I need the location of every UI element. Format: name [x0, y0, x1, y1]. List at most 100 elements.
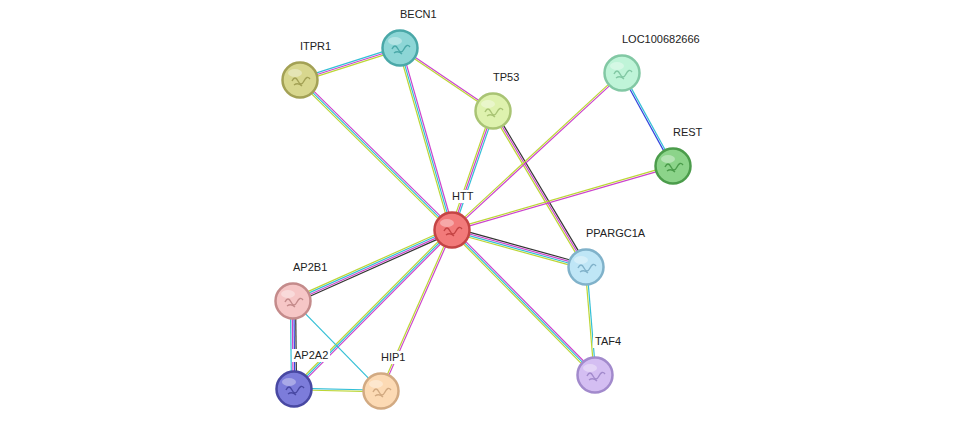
evidence-line [317, 53, 383, 74]
node-disc [569, 250, 604, 285]
node-highlight [440, 219, 454, 227]
protein-node: AP2B1 [274, 282, 312, 320]
node-disc [476, 94, 511, 129]
evidence-line [405, 65, 447, 212]
interaction-edge [291, 319, 297, 371]
node-label: AP2A2 [292, 349, 330, 362]
structure-glyph [485, 108, 503, 117]
interaction-edge [414, 57, 478, 101]
evidence-line [292, 319, 294, 371]
node-disc [383, 31, 418, 66]
node-highlight [661, 155, 675, 163]
structure-glyph [444, 227, 462, 236]
protein-circle [567, 248, 605, 286]
protein-circle [433, 211, 471, 249]
evidence-line [470, 232, 569, 259]
protein-node: HIP1 [362, 372, 400, 410]
node-label: HTT [450, 190, 475, 203]
protein-node: PPARGC1A [567, 248, 605, 286]
evidence-line [314, 91, 440, 216]
structure-glyph [665, 163, 683, 172]
node-highlight [281, 290, 295, 298]
interaction-edge [463, 242, 583, 364]
structure-glyph [286, 386, 304, 395]
node-disc [364, 374, 399, 409]
interaction-edge [501, 126, 578, 253]
structure-glyph [587, 372, 605, 381]
evidence-line [317, 52, 383, 73]
node-highlight [282, 378, 296, 386]
node-label: TAF4 [593, 335, 623, 348]
evidence-line [504, 126, 579, 251]
evidence-line [310, 240, 436, 296]
structure-glyph [292, 77, 310, 86]
node-disc [283, 63, 318, 98]
evidence-line [293, 319, 295, 371]
evidence-line [631, 88, 665, 149]
protein-node: AP2A2 [275, 370, 313, 408]
node-disc [578, 358, 613, 393]
evidence-line [630, 89, 664, 150]
protein-node: BECN1 [381, 29, 419, 67]
protein-circle [654, 147, 692, 185]
node-highlight [583, 364, 597, 372]
structure-glyph [578, 264, 596, 273]
evidence-line [469, 237, 568, 264]
evidence-line [465, 85, 609, 218]
protein-circle [281, 61, 319, 99]
evidence-line [295, 319, 297, 371]
interaction-edge [312, 91, 441, 218]
node-highlight [288, 69, 302, 77]
protein-circle [381, 29, 419, 67]
evidence-line [502, 126, 577, 251]
node-label: REST [671, 126, 704, 139]
interaction-edge [465, 85, 610, 219]
structure-glyph [614, 70, 632, 79]
node-disc [656, 149, 691, 184]
node-label: TP53 [491, 71, 521, 84]
node-highlight [388, 37, 402, 45]
evidence-line [587, 285, 593, 357]
protein-circle [603, 54, 641, 92]
evidence-line [415, 57, 478, 100]
interaction-edge [312, 389, 363, 392]
protein-node: TP53 [474, 92, 512, 130]
evidence-line [470, 234, 569, 261]
node-disc [435, 213, 470, 248]
evidence-line [466, 86, 610, 219]
structure-glyph [285, 298, 303, 307]
evidence-line [290, 319, 292, 371]
node-disc [605, 56, 640, 91]
evidence-line [403, 66, 445, 213]
node-highlight [610, 62, 624, 70]
protein-circle [474, 92, 512, 130]
evidence-line [465, 243, 583, 362]
interaction-edge [306, 314, 369, 378]
structure-glyph [373, 388, 391, 397]
structure-glyph [392, 45, 410, 54]
evidence-line [469, 236, 568, 263]
evidence-line [407, 65, 449, 212]
evidence-line [463, 244, 581, 363]
node-highlight [369, 380, 383, 388]
protein-circle [576, 356, 614, 394]
evidence-line [414, 59, 477, 102]
node-label: ITPR1 [298, 40, 333, 53]
node-label: BECN1 [398, 8, 439, 21]
protein-circle [275, 370, 313, 408]
evidence-line [312, 390, 363, 391]
node-disc [277, 372, 312, 407]
evidence-line [466, 242, 584, 361]
interaction-edge [317, 52, 384, 76]
node-label: HIP1 [379, 351, 407, 364]
protein-node: LOC100682666 [603, 54, 641, 92]
protein-node: TAF4 [576, 356, 614, 394]
evidence-line [318, 55, 384, 76]
node-label: LOC100682666 [620, 33, 702, 46]
node-highlight [481, 100, 495, 108]
evidence-line [501, 127, 576, 252]
protein-node: HTT [433, 211, 471, 249]
interaction-edge [469, 170, 656, 226]
evidence-line [306, 314, 369, 378]
